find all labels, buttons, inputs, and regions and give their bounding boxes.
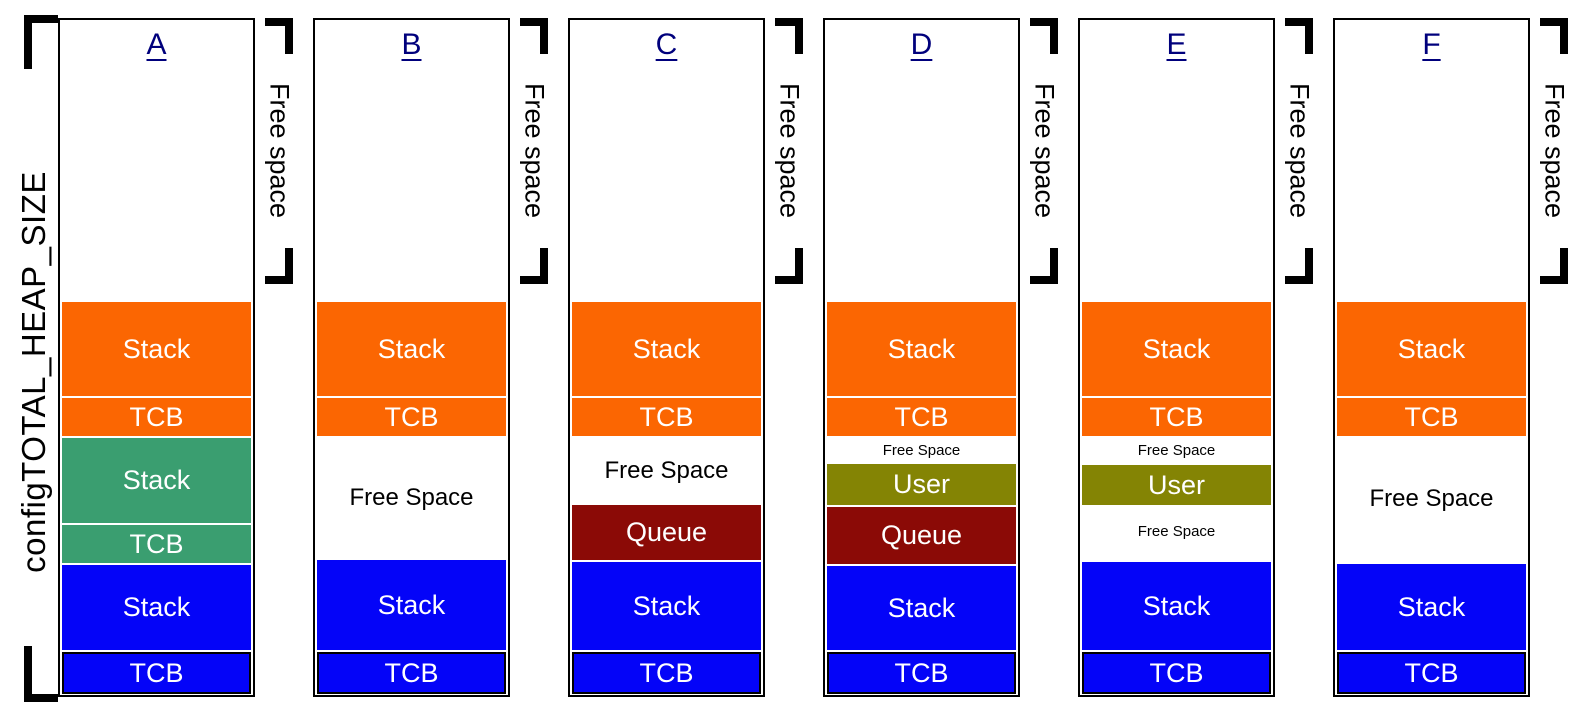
bracket-bottom-corner <box>520 248 548 284</box>
bracket-bottom-corner <box>1285 248 1313 284</box>
bracket-top-corner <box>1540 18 1568 54</box>
block-stack: Stack <box>1082 302 1271 396</box>
bracket-top-corner <box>775 18 803 54</box>
column-title-d: D <box>910 28 933 61</box>
free-space-bracket-f: Free space <box>1539 18 1570 284</box>
column-title-e: E <box>1166 28 1187 61</box>
free-space-bracket-label: Free space <box>1539 83 1570 219</box>
heap-size-bracket-top-corner <box>24 15 58 69</box>
block-tcb: TCB <box>1337 398 1526 436</box>
free-space-bracket-label: Free space <box>264 83 295 219</box>
free-space-bracket-label: Free space <box>774 83 805 219</box>
free-space-bracket-label: Free space <box>1284 83 1315 219</box>
free-space-bracket-a: Free space <box>264 18 295 284</box>
block-stack: Stack <box>1082 562 1271 650</box>
block-tcb: TCB <box>572 398 761 436</box>
block-user: User <box>1082 465 1271 505</box>
bracket-top-corner <box>1285 18 1313 54</box>
bracket-top-corner <box>520 18 548 54</box>
column-title-a: A <box>146 28 167 61</box>
block-tcb: TCB <box>62 398 251 436</box>
block-user: User <box>827 464 1016 505</box>
free-space-bracket-b: Free space <box>519 18 550 284</box>
heap-size-bracket-bottom-corner <box>24 646 58 702</box>
bracket-top-corner <box>1030 18 1058 54</box>
bracket-bottom-corner <box>775 248 803 284</box>
block-stack: Stack <box>317 560 506 650</box>
block-stack: Stack <box>62 565 251 650</box>
free-space-bracket-label: Free space <box>1029 83 1060 219</box>
free-space-bracket-d: Free space <box>1029 18 1060 284</box>
block-queue: Queue <box>572 505 761 560</box>
free-space-label: Free Space <box>827 436 1016 464</box>
free-space-label: Free Space <box>317 436 506 560</box>
block-tcb: TCB <box>1337 652 1526 694</box>
block-tcb: TCB <box>62 652 251 694</box>
block-stack: Stack <box>62 438 251 523</box>
block-stack: Stack <box>827 566 1016 650</box>
bracket-bottom-corner <box>1030 248 1058 284</box>
free-space-bracket-label: Free space <box>519 83 550 219</box>
block-tcb: TCB <box>827 398 1016 436</box>
block-stack: Stack <box>572 302 761 396</box>
free-space-label: Free Space <box>1337 436 1526 562</box>
free-space-bracket-c: Free space <box>774 18 805 284</box>
free-space-label: Free Space <box>1082 506 1271 556</box>
bracket-bottom-corner <box>1540 248 1568 284</box>
block-tcb: TCB <box>827 652 1016 694</box>
block-tcb: TCB <box>1082 652 1271 694</box>
bracket-top-corner <box>265 18 293 54</box>
block-tcb: TCB <box>317 398 506 436</box>
block-stack: Stack <box>572 562 761 650</box>
free-space-label: Free Space <box>1082 436 1271 465</box>
column-title-b: B <box>401 28 422 61</box>
free-space-bracket-e: Free space <box>1284 18 1315 284</box>
block-tcb: TCB <box>317 652 506 694</box>
column-title-c: C <box>655 28 678 61</box>
block-stack: Stack <box>1337 302 1526 396</box>
block-stack: Stack <box>1337 564 1526 650</box>
block-stack: Stack <box>317 302 506 396</box>
free-space-label: Free Space <box>572 436 761 505</box>
block-queue: Queue <box>827 507 1016 564</box>
block-tcb: TCB <box>62 525 251 563</box>
block-stack: Stack <box>62 302 251 396</box>
bracket-bottom-corner <box>265 248 293 284</box>
block-tcb: TCB <box>1082 398 1271 436</box>
block-tcb: TCB <box>572 652 761 694</box>
heap-size-label: configTOTAL_HEAP_SIZE <box>15 171 52 573</box>
column-title-f: F <box>1422 28 1441 61</box>
block-stack: Stack <box>827 302 1016 396</box>
